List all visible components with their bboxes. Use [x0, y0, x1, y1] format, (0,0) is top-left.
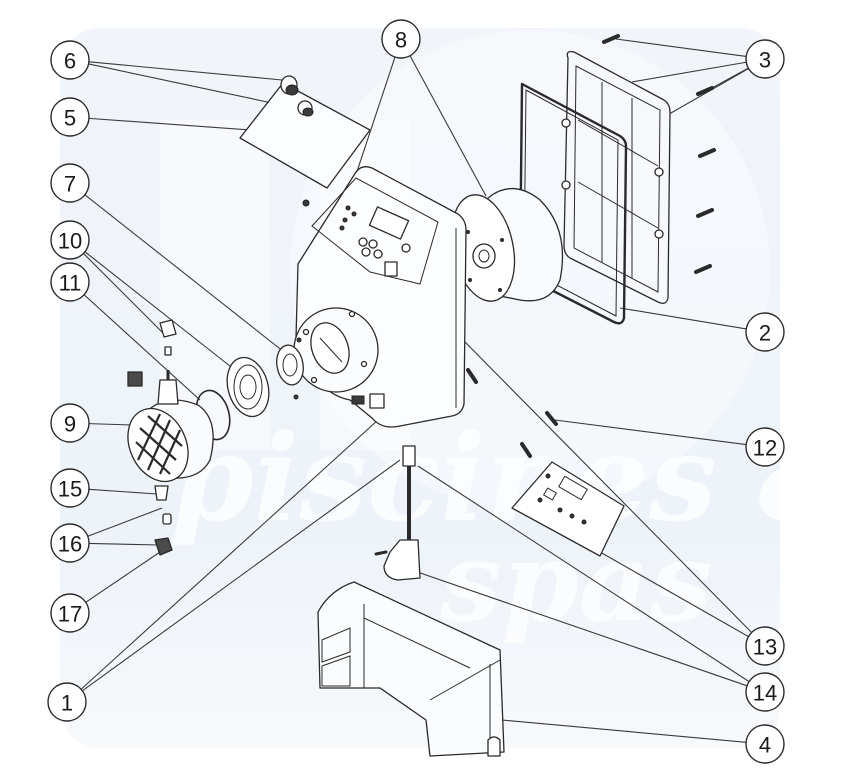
callout-number: 5 — [64, 106, 76, 131]
callout-4: 4 — [745, 724, 785, 764]
leader-line-7-to-flange-washer — [84, 194, 285, 353]
part-wall-bracket — [317, 581, 505, 757]
callout-13: 13 — [745, 626, 785, 666]
leader-line-17-to-suction-nut — [85, 551, 161, 603]
callout-circle — [50, 220, 90, 260]
callout-15: 15 — [50, 468, 90, 508]
part-suction-valve — [154, 485, 173, 556]
part-power-cable — [374, 445, 421, 581]
callout-number: 14 — [753, 681, 777, 706]
callout-circle — [50, 523, 90, 563]
callout-16: 16 — [50, 523, 90, 563]
callout-number: 17 — [58, 602, 82, 627]
leader-line-11-to-o-ring — [83, 294, 201, 401]
callout-number: 2 — [759, 321, 771, 346]
callout-number: 11 — [59, 271, 82, 296]
callout-circle — [50, 403, 90, 443]
callout-circle — [47, 682, 87, 722]
leader-line-16-to-valve-insert-and-nut — [87, 507, 163, 537]
callout-17: 17 — [50, 593, 90, 633]
leader-line-13-to-circuit-board-and-display — [599, 551, 749, 638]
callout-number: 6 — [64, 49, 76, 74]
leader-line-4-to-wall-bracket — [479, 717, 747, 743]
callout-circle — [50, 40, 90, 80]
callout-10: 10 — [50, 220, 90, 260]
leader-line-16-to-valve-insert-and-nut — [88, 542, 161, 546]
callout-1: 1 — [47, 682, 87, 722]
callout-circle — [381, 19, 421, 59]
leader-line-3-to-rear-cover-and-screws — [615, 38, 747, 58]
callout-circle — [745, 427, 785, 467]
part-electromagnet — [450, 188, 564, 302]
callout-12: 12 — [745, 427, 785, 467]
part-fixing-pins — [466, 368, 558, 458]
part-rear-cover — [561, 50, 671, 304]
callout-11: 11 — [50, 262, 90, 302]
callout-circle — [745, 312, 785, 352]
callout-circle — [50, 97, 90, 137]
callout-6: 6 — [50, 40, 90, 80]
callout-number: 15 — [58, 477, 82, 502]
callout-circle — [745, 39, 785, 79]
leader-lines — [80, 38, 753, 743]
leader-line-14-to-power-cable-and-gland — [417, 465, 750, 683]
callout-circle — [745, 672, 785, 712]
callout-circle — [745, 626, 785, 666]
callout-3: 3 — [745, 39, 785, 79]
leader-line-10-to-diaphragm-and-discharge-valve — [83, 253, 166, 336]
callout-8: 8 — [381, 19, 421, 59]
callout-circle — [50, 593, 90, 633]
part-discharge-valve — [159, 319, 177, 356]
part-screws — [602, 34, 716, 274]
callout-number: 10 — [58, 229, 82, 254]
part-pump-body — [293, 166, 467, 428]
callout-2: 2 — [745, 312, 785, 352]
part-diaphragm — [226, 356, 270, 418]
part-front-label-panel — [239, 82, 371, 189]
callout-5: 5 — [50, 97, 90, 137]
callout-7: 7 — [50, 163, 90, 203]
callout-number: 9 — [64, 412, 76, 437]
callout-number: 12 — [753, 436, 777, 461]
part-flange-washer — [276, 337, 304, 400]
callout-number: 7 — [64, 172, 76, 197]
callout-9: 9 — [50, 403, 90, 443]
callout-number: 13 — [753, 635, 777, 660]
callout-circle — [50, 468, 90, 508]
part-screw — [302, 199, 310, 207]
leader-line-1-to-pump-body-housing — [80, 419, 379, 690]
callout-circle — [50, 163, 90, 203]
leader-line-15-to-suction-valve — [88, 488, 158, 495]
callout-number: 1 — [61, 691, 73, 716]
callout-circle — [745, 724, 785, 764]
leader-line-1-to-pump-body-housing — [82, 459, 401, 692]
leader-line-12-to-fixing-pin — [554, 419, 747, 446]
callout-14: 14 — [745, 672, 785, 712]
leader-line-8-to-electromagnet-and-screws — [409, 55, 487, 197]
callout-number: 8 — [395, 28, 407, 53]
callout-number: 4 — [759, 733, 771, 758]
leader-line-10-to-diaphragm-and-discharge-valve — [84, 251, 236, 371]
part-circuit-board — [511, 461, 625, 557]
leader-line-14-to-power-cable-and-gland — [399, 565, 748, 687]
leader-line-2-to-rear-gasket — [619, 307, 747, 330]
leader-line-6-to-knobs — [88, 61, 283, 81]
callout-number: 16 — [58, 532, 82, 557]
callout-circle — [50, 262, 90, 302]
leader-line-3-to-rear-cover-and-screws — [631, 61, 747, 83]
part-knobs — [280, 75, 314, 117]
leader-line-9-to-pump-head — [88, 423, 133, 426]
callout-number: 3 — [759, 48, 771, 73]
part-pump-head — [127, 370, 214, 483]
